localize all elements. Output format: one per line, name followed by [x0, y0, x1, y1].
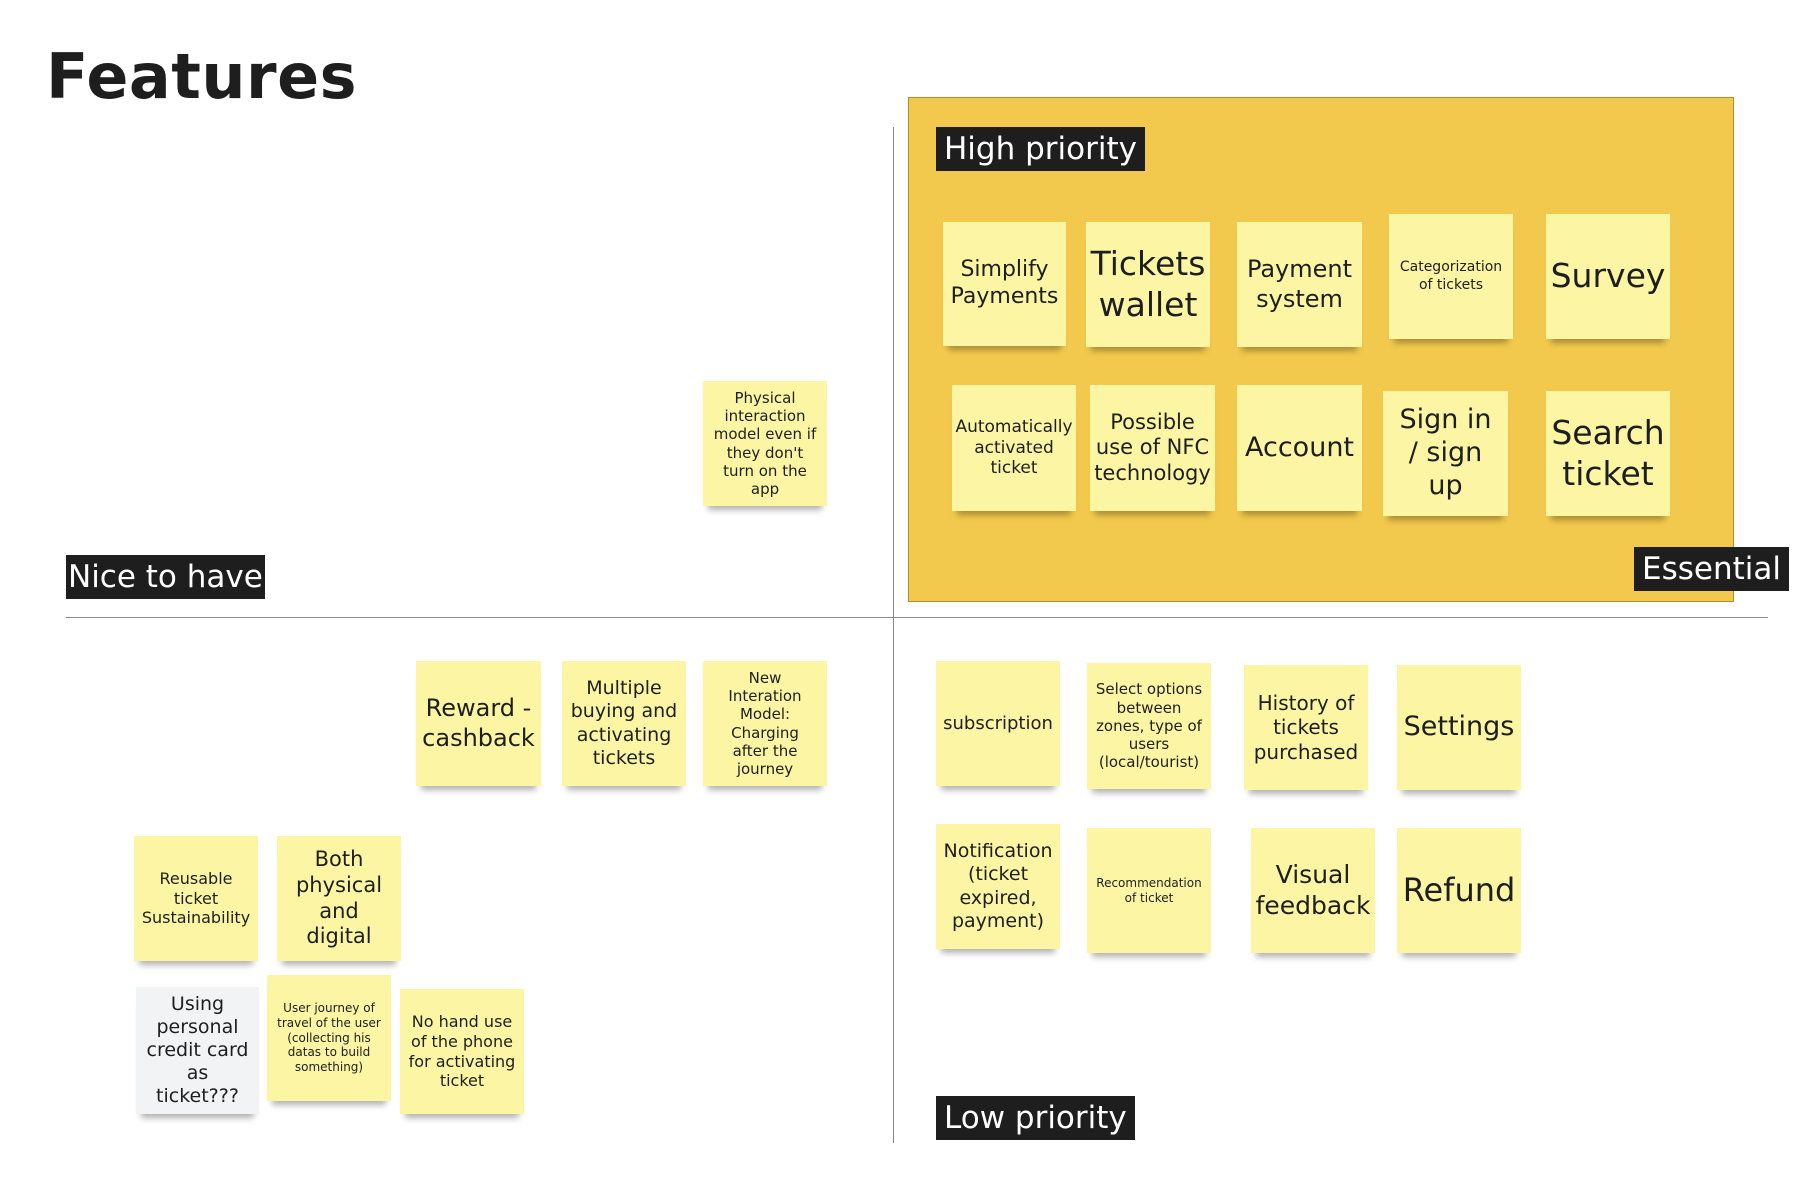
sticky-note-tickets-wallet[interactable]: Tickets wallet — [1086, 222, 1210, 347]
necessity-axis — [66, 617, 1768, 618]
sticky-note-reusable-ticket[interactable]: Reusable ticket Sustainability — [134, 836, 258, 961]
sticky-note-automatically-activated-ticket[interactable]: Automatically activated ticket — [952, 385, 1076, 511]
high-priority-label: High priority — [936, 127, 1145, 171]
sticky-note-survey[interactable]: Survey — [1546, 214, 1670, 339]
sticky-note-text: Notification (ticket expired, payment) — [943, 840, 1053, 932]
sticky-note-text: Search ticket — [1551, 413, 1665, 493]
sticky-note-text: New Interation Model: Charging after the… — [728, 668, 802, 779]
sticky-note-both-physical-digital[interactable]: Both physical and digital — [277, 836, 401, 961]
sticky-note-possible-use-of-nfc[interactable]: Possible use of NFC technology — [1090, 385, 1215, 511]
sticky-note-text: Select options between zones, type of us… — [1095, 680, 1203, 772]
sticky-note-text: Recommendation of ticket — [1096, 875, 1202, 905]
sticky-note-text: Using personal credit card as ticket??? — [146, 992, 249, 1108]
sticky-note-text: Possible use of NFC technology — [1094, 409, 1211, 485]
sticky-note-text: subscription — [943, 712, 1053, 734]
sticky-note-subscription[interactable]: subscription — [936, 661, 1060, 786]
sticky-note-text: Sign in / sign up — [1399, 404, 1492, 501]
sticky-note-reward-cashback[interactable]: Reward - cashback — [416, 661, 541, 786]
sticky-note-text: Visual feedback — [1255, 860, 1371, 920]
board-title: Features — [46, 40, 358, 113]
sticky-note-account[interactable]: Account — [1237, 385, 1362, 511]
sticky-note-settings[interactable]: Settings — [1397, 665, 1521, 790]
essential-label: Essential — [1634, 547, 1789, 591]
sticky-note-text: User journey of travel of the user (coll… — [277, 1001, 381, 1074]
sticky-note-categorization-of-tickets[interactable]: Categorization of tickets — [1389, 214, 1513, 339]
sticky-note-new-interaction-model[interactable]: New Interation Model: Charging after the… — [703, 661, 827, 786]
sticky-note-text: Physical interaction model even if they … — [713, 388, 817, 499]
sticky-note-multiple-buying[interactable]: Multiple buying and activating tickets — [562, 661, 686, 786]
sticky-note-text: Reusable ticket Sustainability — [141, 869, 251, 928]
sticky-note-personal-credit-card[interactable]: Using personal credit card as ticket??? — [136, 987, 259, 1114]
sticky-note-select-options[interactable]: Select options between zones, type of us… — [1087, 663, 1211, 789]
sticky-note-refund[interactable]: Refund — [1397, 828, 1521, 953]
sticky-note-text: Categorization of tickets — [1399, 259, 1503, 293]
sticky-note-no-hand-use[interactable]: No hand use of the phone for activating … — [400, 989, 524, 1114]
sticky-note-physical-interaction-model[interactable]: Physical interaction model even if they … — [703, 381, 827, 506]
sticky-note-text: Settings — [1403, 711, 1515, 743]
sticky-note-text: Both physical and digital — [295, 847, 383, 949]
sticky-note-visual-feedback[interactable]: Visual feedback — [1251, 828, 1375, 953]
sticky-note-text: Simplify Payments — [950, 257, 1059, 309]
sticky-note-text: Refund — [1402, 870, 1516, 909]
sticky-note-text: Multiple buying and activating tickets — [570, 677, 678, 769]
sticky-note-text: No hand use of the phone for activating … — [408, 1012, 516, 1091]
sticky-note-text: Automatically activated ticket — [955, 416, 1073, 479]
essential-high-priority-area[interactable] — [908, 97, 1734, 602]
sticky-note-history-of-tickets[interactable]: History of tickets purchased — [1244, 665, 1368, 790]
sticky-note-sign-in-sign-up[interactable]: Sign in / sign up — [1383, 391, 1508, 516]
sticky-note-text: Reward - cashback — [422, 694, 535, 752]
sticky-note-text: Account — [1245, 431, 1355, 463]
priority-axis — [893, 127, 894, 1143]
sticky-note-search-ticket[interactable]: Search ticket — [1546, 391, 1670, 516]
sticky-note-notification[interactable]: Notification (ticket expired, payment) — [936, 824, 1060, 949]
low-priority-label: Low priority — [936, 1096, 1135, 1140]
sticky-note-user-journey[interactable]: User journey of travel of the user (coll… — [267, 975, 391, 1101]
sticky-note-recommendation[interactable]: Recommendation of ticket — [1087, 828, 1211, 953]
sticky-note-simplify-payments[interactable]: Simplify Payments — [943, 222, 1066, 346]
sticky-note-payment-system[interactable]: Payment system — [1237, 222, 1362, 347]
sticky-note-text: Payment system — [1246, 255, 1353, 313]
sticky-note-text: History of tickets purchased — [1253, 690, 1359, 764]
sticky-note-text: Tickets wallet — [1090, 244, 1206, 324]
sticky-note-text: Survey — [1550, 256, 1666, 296]
nice-to-have-label: Nice to have — [66, 555, 265, 599]
